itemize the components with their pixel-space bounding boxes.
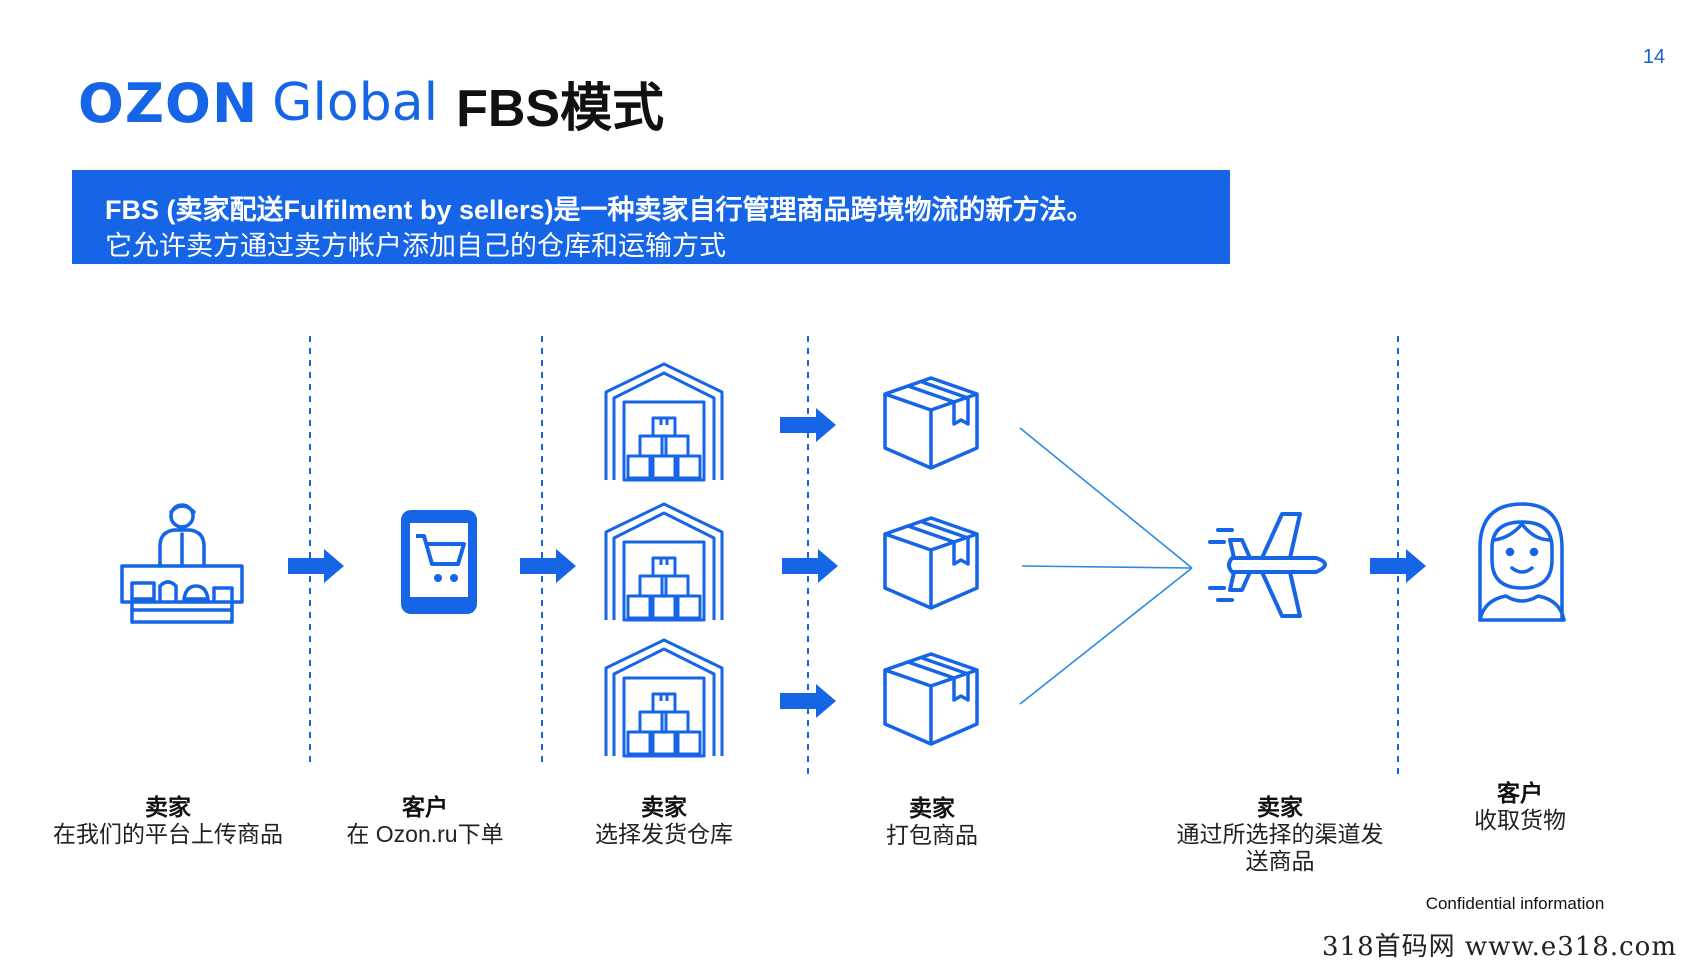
step-caption-6: 客户 收取货物: [1450, 780, 1590, 834]
page-number: 14: [1642, 46, 1666, 68]
step-actor: 卖家: [1257, 794, 1303, 820]
warehouse-icon: [604, 638, 724, 758]
definition-banner: FBS (卖家配送Fulfilment by sellers)是一种卖家自行管理…: [72, 170, 1230, 264]
banner-line-1: FBS (卖家配送Fulfilment by sellers)是一种卖家自行管理…: [105, 195, 1094, 225]
confidential-note: Confidential information: [1425, 894, 1605, 913]
phone-cart-icon: [401, 510, 477, 614]
step-desc: 在我们的平台上传商品: [53, 821, 283, 847]
banner-line-2: 它允许卖方通过卖方帐户添加自己的仓库和运输方式: [105, 231, 726, 261]
global-logo-text: Global: [272, 73, 439, 133]
step-actor: 卖家: [145, 794, 191, 820]
step-actor: 卖家: [641, 794, 687, 820]
converging-lines: [1019, 427, 1193, 705]
title-text: FBS模式: [456, 79, 665, 138]
page-title: OZON Global FBS模式: [78, 68, 664, 138]
step-actor: 卖家: [909, 795, 955, 821]
ozon-logo: OZON: [78, 71, 259, 135]
watermark: 318首码网 www.e318.com: [1322, 932, 1677, 962]
customer-woman-icon: [1478, 502, 1566, 622]
step-caption-2: 客户 在 Ozon.ru下单: [330, 794, 520, 848]
package-box-icon: [883, 652, 979, 746]
step-actor: 客户: [402, 794, 448, 820]
step-desc: 在 Ozon.ru下单: [346, 821, 504, 847]
step-caption-5: 卖家 通过所选择的渠道发 送商品: [1170, 794, 1390, 875]
seller-shop-icon: [120, 503, 244, 624]
arrow-icon: [520, 549, 576, 583]
airplane-icon: [1208, 512, 1327, 618]
step-caption-4: 卖家 打包商品: [860, 795, 1004, 849]
step-caption-1: 卖家 在我们的平台上传商品: [48, 794, 288, 848]
package-box-icon: [883, 516, 979, 610]
step-desc: 选择发货仓库: [595, 821, 733, 847]
package-box-icon: [883, 376, 979, 470]
arrow-icon: [782, 549, 838, 583]
step-actor: 客户: [1497, 780, 1543, 806]
step-caption-3: 卖家 选择发货仓库: [574, 794, 754, 848]
arrow-icon: [288, 549, 344, 583]
warehouse-icon: [604, 362, 724, 482]
step-desc: 打包商品: [886, 822, 978, 848]
step-desc: 通过所选择的渠道发 送商品: [1176, 821, 1384, 874]
warehouse-icon: [604, 502, 724, 622]
step-desc: 收取货物: [1474, 807, 1566, 833]
